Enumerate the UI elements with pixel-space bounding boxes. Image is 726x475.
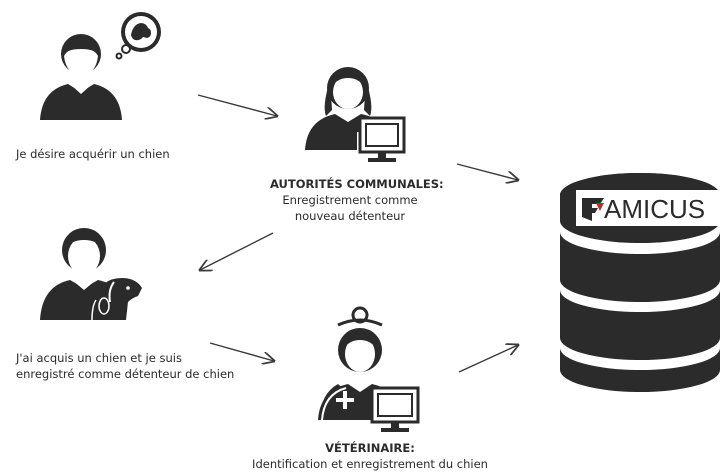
commune-line-2: nouveau détenteur <box>294 209 406 223</box>
arrow-buyer-to-commune <box>197 94 277 116</box>
owner-with-dog-icon <box>40 228 142 321</box>
commune-official-icon <box>305 67 406 162</box>
owner-caption: J'ai acquis un chien et je suis enregist… <box>16 350 234 382</box>
commune-title: AUTORITÉS COMMUNALES: <box>270 177 444 191</box>
database-icon <box>560 173 720 392</box>
arrow-commune-to-database <box>456 163 518 180</box>
commune-caption: AUTORITÉS COMMUNALES: Enregistrement com… <box>270 176 444 224</box>
vet-title: VÉTÉRINAIRE: <box>325 441 415 455</box>
database-logo-text: AMICUS <box>604 194 705 224</box>
owner-line-2: enregistré comme détenteur de chien <box>16 367 235 381</box>
owner-line-1: J'ai acquis un chien et je suis <box>16 351 182 365</box>
veterinarian-icon <box>318 306 420 432</box>
buyer-caption: Je désire acquérir un chien <box>16 147 170 161</box>
vet-line-1: Identification et enregistrement du chie… <box>252 457 488 471</box>
arrow-owner-to-vet <box>209 342 274 361</box>
arrow-commune-to-owner <box>200 232 274 270</box>
commune-line-1: Enregistrement comme <box>282 193 418 207</box>
vet-caption: VÉTÉRINAIRE: Identification et enregistr… <box>240 440 500 472</box>
arrow-vet-to-database <box>458 345 518 373</box>
buyer-icon <box>40 12 161 120</box>
